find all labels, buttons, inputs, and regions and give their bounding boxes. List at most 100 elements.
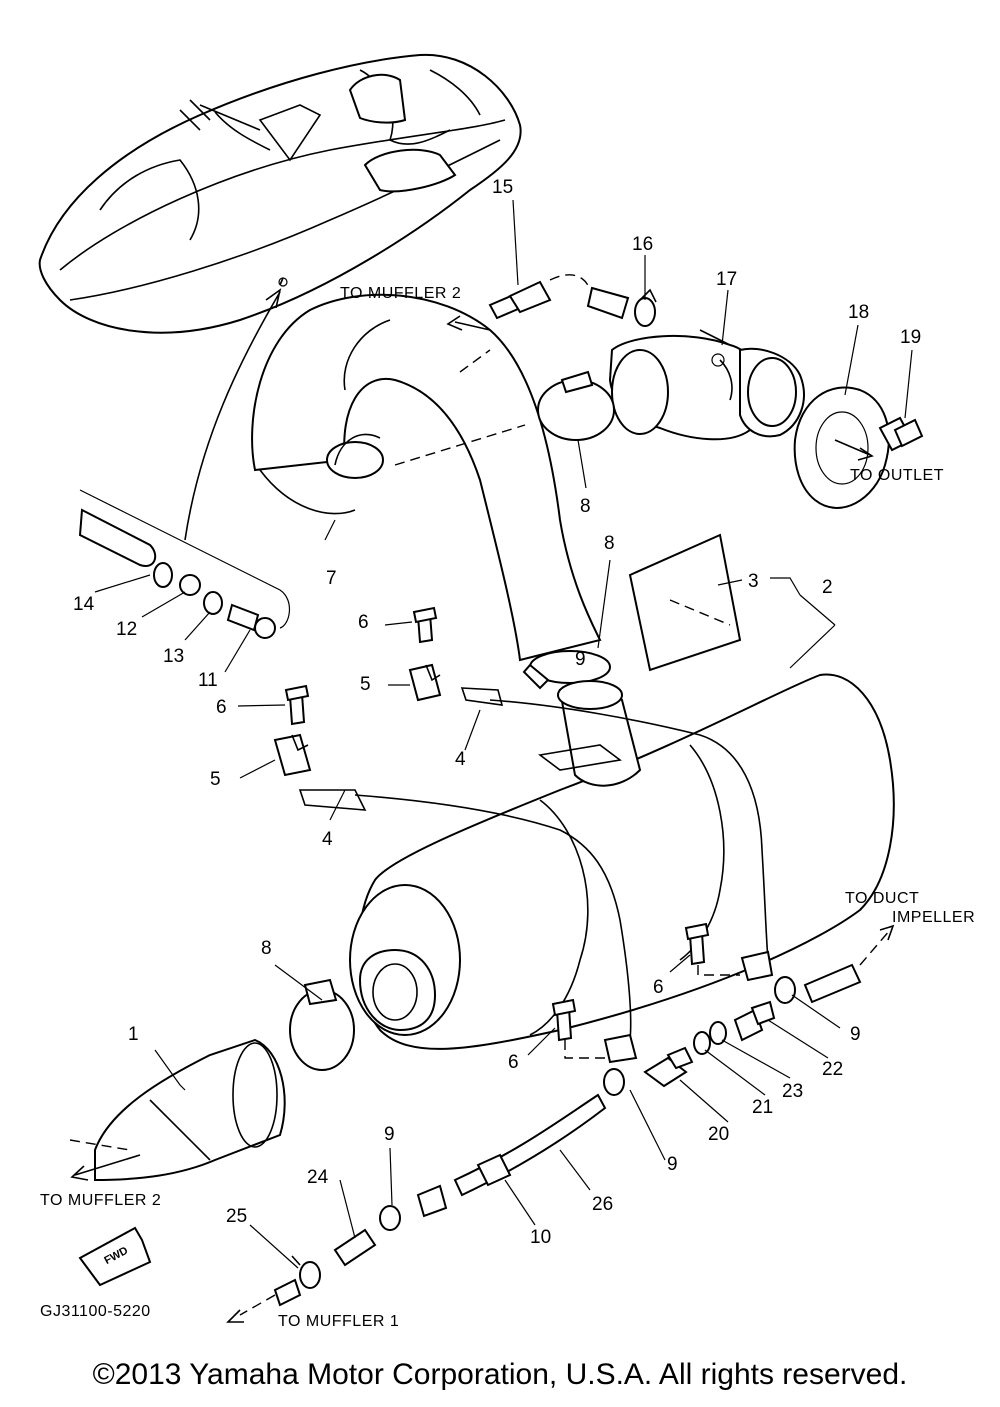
arrow-line bbox=[454, 321, 491, 331]
callout: 5 bbox=[360, 674, 371, 695]
callout: 9 bbox=[575, 649, 586, 670]
callout: 17 bbox=[716, 269, 737, 290]
callout: 4 bbox=[322, 829, 333, 850]
callout: 5 bbox=[210, 769, 221, 790]
callout: 21 bbox=[752, 1097, 773, 1118]
to-outlet-label: TO OUTLET bbox=[850, 467, 944, 484]
watercraft-illustration bbox=[38, 53, 522, 334]
arrow-head bbox=[226, 1309, 244, 1323]
callout: 6 bbox=[508, 1052, 519, 1073]
strap bbox=[354, 794, 632, 1041]
hose-26 bbox=[416, 1093, 607, 1218]
to-duct-label: TO DUCT bbox=[845, 890, 919, 907]
arrow-line bbox=[74, 1154, 141, 1176]
callout: 1 bbox=[128, 1024, 139, 1045]
fwd-arrow-icon bbox=[78, 1226, 152, 1287]
arrow-head bbox=[70, 1165, 89, 1181]
fitting-24 bbox=[333, 1228, 377, 1267]
callout: 9 bbox=[667, 1154, 678, 1175]
callout: 23 bbox=[782, 1081, 803, 1102]
washer-23 bbox=[709, 1021, 727, 1045]
callout: 10 bbox=[530, 1227, 551, 1248]
callout: 8 bbox=[261, 938, 272, 959]
arrow-head bbox=[879, 924, 895, 941]
hose-1 bbox=[69, 1038, 286, 1182]
heat-shield bbox=[628, 533, 742, 672]
leader-line bbox=[577, 439, 587, 489]
callout: 18 bbox=[848, 302, 869, 323]
arrow-head bbox=[446, 315, 463, 331]
callout: 16 bbox=[632, 234, 653, 255]
callout: 7 bbox=[326, 568, 337, 589]
bracket bbox=[538, 744, 622, 771]
clamp-9-b bbox=[774, 976, 796, 1004]
clamp-9-a bbox=[603, 1068, 625, 1096]
bracket bbox=[460, 687, 504, 706]
callout: 15 bbox=[492, 177, 513, 198]
clamp-8-lower bbox=[289, 978, 355, 1071]
callout: 11 bbox=[198, 670, 218, 691]
washer-21 bbox=[693, 1031, 711, 1055]
callout: 20 bbox=[708, 1124, 729, 1145]
bracket-5-upper bbox=[408, 663, 442, 702]
impeller-label: IMPELLER bbox=[892, 909, 975, 926]
guide-line bbox=[239, 1294, 276, 1316]
guide-line bbox=[859, 929, 891, 966]
guide-line bbox=[459, 349, 491, 373]
strap-clip bbox=[740, 950, 774, 982]
annotations: TO MUFFLER 2 TO OUTLET TO DUCT IMPELLER … bbox=[40, 285, 975, 1330]
clamp-9-c bbox=[379, 1205, 401, 1231]
callout: 8 bbox=[580, 496, 591, 517]
callout: 6 bbox=[653, 977, 664, 998]
arrow-head bbox=[857, 447, 874, 461]
callout: 24 bbox=[307, 1167, 329, 1188]
callout: 6 bbox=[216, 697, 227, 718]
copyright-notice: ©2013 Yamaha Motor Corporation, U.S.A. A… bbox=[92, 1358, 908, 1391]
guide-line bbox=[394, 424, 526, 466]
leader-line bbox=[717, 577, 836, 669]
callout: 26 bbox=[592, 1194, 613, 1215]
to-muffler-1-label: TO MUFFLER 1 bbox=[278, 1313, 399, 1330]
strap-clip bbox=[603, 1033, 638, 1064]
callout: 9 bbox=[850, 1024, 861, 1045]
bracket bbox=[298, 789, 367, 811]
leader-line bbox=[597, 559, 611, 649]
outlet-elbow bbox=[608, 329, 805, 441]
callout: 2 bbox=[822, 577, 833, 598]
guide-line bbox=[697, 965, 740, 976]
clamp-8-top bbox=[537, 370, 615, 441]
callout: 4 bbox=[455, 749, 466, 770]
callout: 22 bbox=[822, 1059, 843, 1080]
leader-lines bbox=[94, 199, 913, 1269]
to-muffler-2-top-label: TO MUFFLER 2 bbox=[340, 285, 461, 302]
callout: 13 bbox=[163, 646, 184, 667]
bolt-6-a bbox=[412, 606, 438, 644]
callout: 14 bbox=[73, 594, 95, 615]
to-muffler-2-bottom-label: TO MUFFLER 2 bbox=[40, 1192, 161, 1209]
impeller-hose bbox=[803, 963, 862, 1004]
hose-end bbox=[273, 1278, 302, 1307]
diagram-code: GJ31100-5220 bbox=[40, 1303, 151, 1320]
hose-15 bbox=[488, 274, 630, 320]
callout: 6 bbox=[358, 612, 369, 633]
clamp-25 bbox=[291, 1255, 321, 1289]
arrow-head bbox=[265, 288, 282, 309]
exhaust-pipe bbox=[251, 293, 602, 662]
strap bbox=[489, 699, 769, 961]
bolt-19 bbox=[878, 416, 924, 452]
callout: 25 bbox=[226, 1206, 247, 1227]
callout: 3 bbox=[748, 571, 759, 592]
callout: 19 bbox=[900, 327, 921, 348]
arrow-line bbox=[834, 439, 871, 456]
gasket-18 bbox=[793, 386, 890, 509]
bracket-5-lower bbox=[273, 733, 312, 777]
leader-line bbox=[184, 291, 281, 541]
bolt-6-c bbox=[684, 922, 710, 966]
fitting-22 bbox=[733, 1000, 776, 1042]
callout: 8 bbox=[604, 533, 615, 554]
bolt-6-d bbox=[551, 998, 577, 1042]
fitting-20 bbox=[643, 1046, 694, 1088]
mounting-bracket bbox=[78, 489, 290, 639]
callout: 9 bbox=[384, 1124, 395, 1145]
